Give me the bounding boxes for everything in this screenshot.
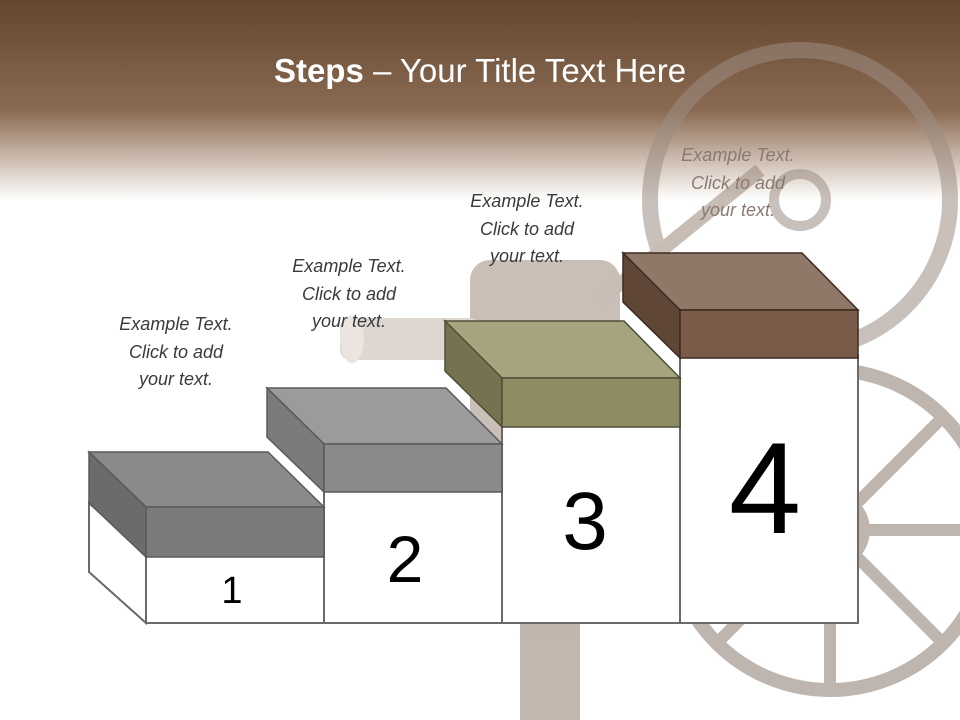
step-4-caption[interactable]: Example Text. Click to add your text.: [681, 145, 795, 220]
steps-diagram: [88, 355, 859, 626]
step-2-cap: [265, 386, 504, 494]
step-1-caption[interactable]: Example Text. Click to add your text.: [119, 314, 233, 389]
step-2-number: 2: [386, 522, 424, 596]
step-1-cap: [87, 450, 326, 559]
slide-title[interactable]: Steps – Your Title Text Here: [0, 52, 960, 90]
step-4-number: 4: [728, 415, 802, 561]
step-3-number: 3: [562, 476, 608, 567]
step-2-box: [323, 489, 503, 624]
step-3-caption[interactable]: Example Text. Click to add your text.: [470, 191, 584, 266]
step-4-box: [679, 355, 859, 624]
title-rest: – Your Title Text Here: [363, 52, 687, 89]
step-2-caption[interactable]: Example Text. Click to add your text.: [292, 256, 406, 331]
title-bold: Steps: [273, 52, 364, 89]
header-band: [0, 0, 960, 200]
step-3-cap: [443, 319, 682, 429]
step-1-number: 1: [221, 570, 243, 612]
step-4-cap: [621, 251, 860, 360]
step-1-box: [145, 553, 325, 624]
